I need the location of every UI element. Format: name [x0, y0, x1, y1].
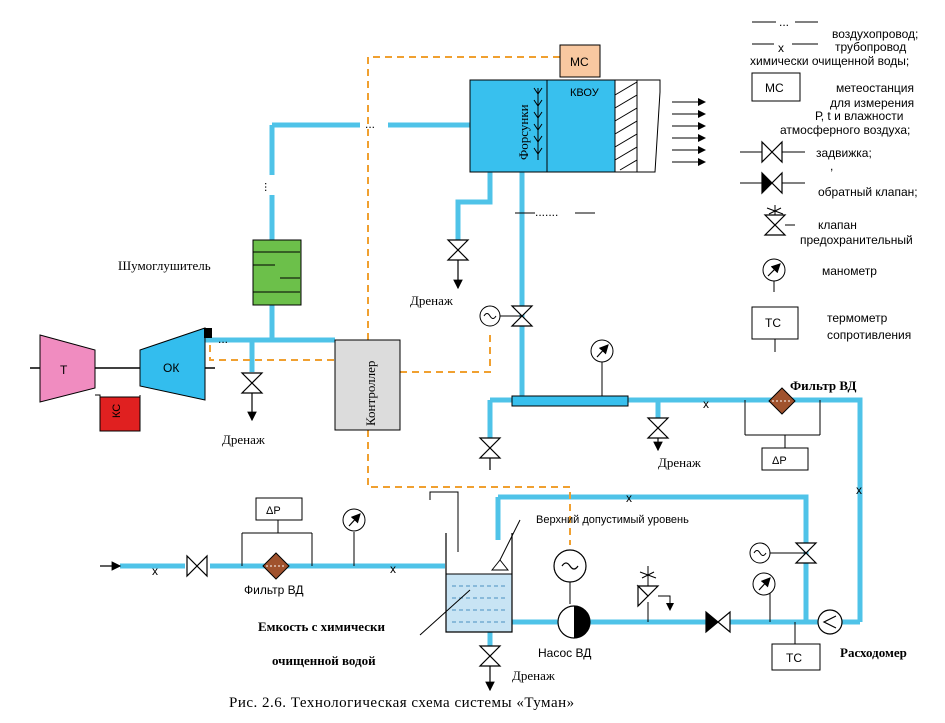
air-controller-ms — [367, 56, 560, 340]
right-instruments: ТС Расходомер — [749, 542, 907, 671]
collector — [511, 339, 629, 407]
water-pipes — [120, 122, 863, 648]
air-controller-valve — [400, 335, 491, 373]
legend-check-valve: обратный клапан; — [818, 185, 918, 199]
dp-label-left: ΔР — [266, 505, 281, 517]
drain-valve-left: Дренаж — [222, 372, 266, 447]
ms-block — [559, 44, 601, 78]
legend-water-pipe-1: трубопровод — [835, 40, 906, 54]
figure-caption: Рис. 2.6. Технологическая схема системы … — [229, 695, 575, 711]
kvou-unit: Форсунки КВОУ МС ....... — [469, 44, 706, 219]
air-controller-pump — [367, 430, 571, 545]
tc-label: ТС — [786, 651, 802, 665]
inlet-line: x ΔР Фильтр ВД x — [100, 497, 396, 597]
gas-turbine-unit: Т ОК КС ... — [30, 327, 228, 432]
dp-label-right: ΔР — [772, 455, 787, 467]
air-ok-controller — [209, 345, 335, 361]
controller: Контроллер — [334, 339, 401, 431]
ms-label: МС — [570, 55, 589, 69]
compressor-label: ОК — [163, 361, 179, 375]
check-valve — [705, 610, 731, 634]
filter-vd-label-left: Фильтр ВД — [244, 583, 304, 597]
legend-tc-2: сопротивления — [827, 328, 911, 342]
safety-valve — [636, 566, 674, 622]
legend-ms-2: для измерения — [830, 96, 914, 110]
legend-air-duct: воздухопровод; — [832, 27, 918, 41]
x-mark-collector: x — [703, 397, 709, 411]
water-tank: Верхний допустимый уровень Емкость с хим… — [258, 491, 689, 692]
legend-x: x — [778, 41, 784, 55]
filter-vd-label-right: Фильтр ВД — [790, 378, 857, 393]
silencer-label: Шумоглушитель — [118, 258, 211, 273]
legend-comma: , — [830, 159, 833, 173]
turbine-label: Т — [60, 363, 68, 377]
x-mark-riser: x — [856, 483, 862, 497]
x-mark-inlet2: x — [390, 562, 396, 576]
x-mark-inlet: x — [152, 564, 158, 578]
legend-tc: ТС — [765, 316, 781, 330]
pipe-return-top — [498, 494, 809, 622]
legend-ms: МС — [765, 81, 784, 95]
filter-vd-right: ΔР Фильтр ВД x x — [703, 378, 862, 497]
drain-valve-kvou: Дренаж — [410, 239, 470, 308]
tank-label-2: очищенной водой — [272, 653, 376, 668]
legend-ms-1: метеостанция — [836, 81, 914, 95]
ok-dots: ... — [218, 332, 228, 346]
silencer: Шумоглушитель ... — [118, 182, 302, 306]
legend-dots: ... — [779, 15, 789, 29]
legend-tc-1: термометр — [827, 311, 888, 325]
flowmeter-icon — [817, 609, 843, 635]
duct-dots-top: ... — [365, 117, 375, 131]
air-ducts — [209, 56, 571, 545]
drain-valve-collector: Дренаж — [478, 417, 702, 470]
turbine-shape — [39, 334, 96, 403]
drain-label-collector: Дренаж — [658, 455, 702, 470]
upper-level-label: Верхний допустимый уровень — [536, 514, 689, 526]
legend-manometer: манометр — [822, 264, 877, 278]
kvou-bottom-dots: ....... — [535, 205, 558, 219]
forsunki-label: Форсунки — [516, 104, 531, 160]
compressor-shape — [139, 327, 206, 401]
silencer-dots: ... — [262, 182, 276, 192]
tank-label-1: Емкость с химически — [258, 619, 386, 634]
kvou-label: КВОУ — [570, 87, 600, 99]
pump-vd: Насос ВД — [538, 549, 591, 660]
x-mark-return: x — [626, 491, 632, 505]
main-valve-actuated — [479, 305, 534, 327]
ks-block — [99, 396, 141, 432]
legend-safety-1: клапан — [818, 218, 857, 232]
legend-gate-valve: задвижка; — [816, 146, 872, 160]
ks-label: КС — [111, 404, 123, 418]
legend-safety-2: предохранительный — [800, 233, 913, 247]
legend-water-pipe-2: химически очищенной воды; — [750, 54, 909, 68]
drain-label-left: Дренаж — [222, 432, 266, 447]
drain-label-kvou: Дренаж — [410, 293, 454, 308]
legend: ... воздухопровод; x трубопровод химичес… — [740, 15, 918, 352]
pump-label: Насос ВД — [538, 646, 591, 660]
controller-label: Контроллер — [363, 361, 378, 426]
legend-ms-3: Р, t и влажности — [815, 109, 903, 123]
pipe-kvou-drain — [455, 172, 493, 240]
drain-label-tank: Дренаж — [512, 668, 556, 683]
flowmeter-label: Расходомер — [840, 645, 907, 660]
legend-ms-4: атмосферного воздуха; — [780, 123, 910, 137]
